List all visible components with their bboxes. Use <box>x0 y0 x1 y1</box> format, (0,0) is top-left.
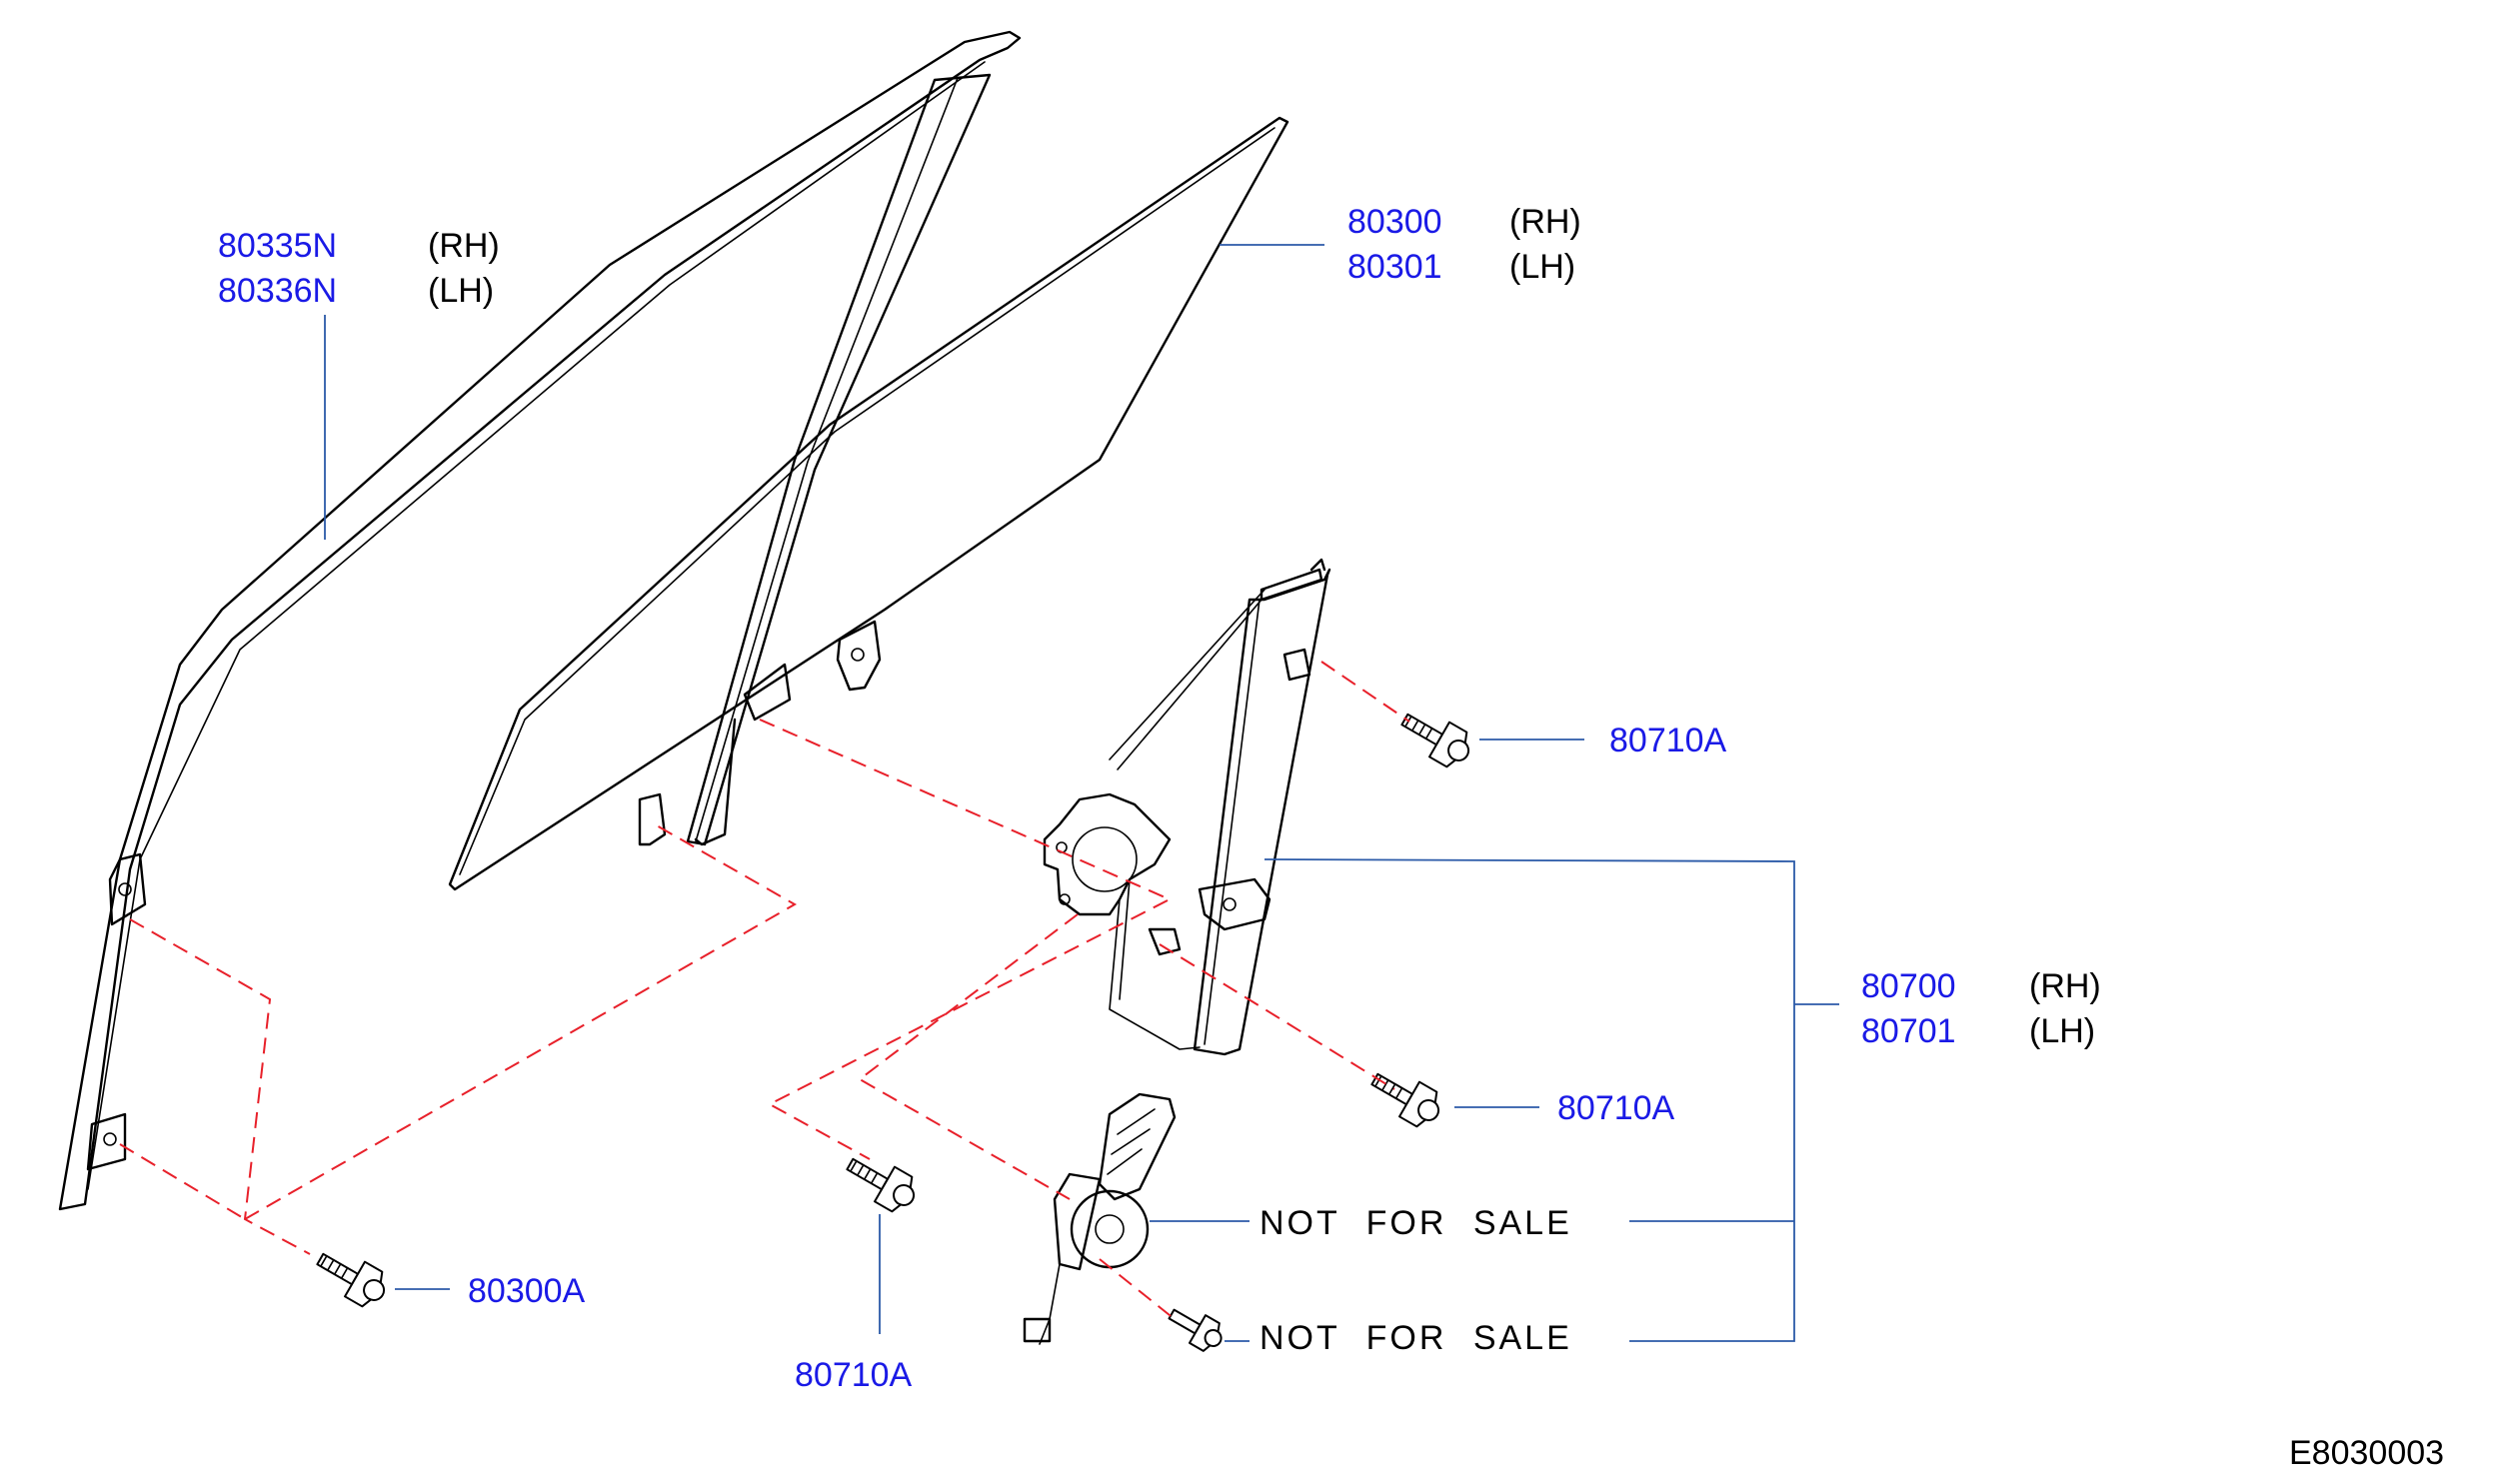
not-for-sale-label: NOT FOR SALE <box>1260 1319 1572 1357</box>
part-number-80710a: 80710A <box>1557 1089 1675 1127</box>
side-rh-label: (RH) <box>1509 203 1581 241</box>
bolt-upper <box>1400 713 1470 768</box>
callout-sash: 80335N (RH) 80336N (LH) <box>218 227 500 310</box>
side-rh-label: (RH) <box>2029 967 2101 1005</box>
callout-bolt-sash: 80300A <box>468 1272 586 1310</box>
side-lh-label: (LH) <box>428 272 494 310</box>
door-sash-channel <box>58 30 1022 1211</box>
bolt-lower <box>846 1157 916 1213</box>
window-regulator <box>1043 558 1331 1056</box>
callout-bolt-middle: 80710A <box>1557 1089 1675 1127</box>
bolt-sash <box>316 1252 386 1308</box>
side-lh-label: (LH) <box>2029 1012 2095 1050</box>
part-number-80701: 80701 <box>1861 1012 1956 1050</box>
part-number-80300a: 80300A <box>468 1272 586 1310</box>
part-number-80336n: 80336N <box>218 272 337 310</box>
part-number-80700: 80700 <box>1861 967 1956 1005</box>
callout-screw-motor: NOT FOR SALE <box>1260 1319 1572 1357</box>
leader-lines <box>324 244 1839 1342</box>
part-number-80300: 80300 <box>1347 203 1442 241</box>
callout-regulator: 80700 (RH) 80701 (LH) <box>1861 967 2101 1050</box>
regulator-motor <box>1023 1092 1177 1345</box>
part-number-80710a: 80710A <box>1609 722 1727 759</box>
side-lh-label: (LH) <box>1509 248 1575 286</box>
part-number-80710a: 80710A <box>795 1356 913 1394</box>
callout-glass: 80300 (RH) 80301 (LH) <box>1347 203 1581 286</box>
not-for-sale-label: NOT FOR SALE <box>1260 1204 1572 1242</box>
diagram-code: E8030003 <box>2289 1434 2444 1472</box>
part-number-80335n: 80335N <box>218 227 337 265</box>
callout-motor: NOT FOR SALE <box>1260 1204 1572 1242</box>
door-glass <box>448 116 1289 891</box>
bolt-middle <box>1370 1072 1440 1128</box>
assembly-guide-lines <box>119 661 1410 1320</box>
callout-bolt-upper: 80710A <box>1609 722 1727 759</box>
side-rh-label: (RH) <box>428 227 500 265</box>
screw-motor <box>1168 1308 1223 1352</box>
callout-bolt-lower: 80710A <box>795 1356 913 1394</box>
part-number-80301: 80301 <box>1347 248 1442 286</box>
